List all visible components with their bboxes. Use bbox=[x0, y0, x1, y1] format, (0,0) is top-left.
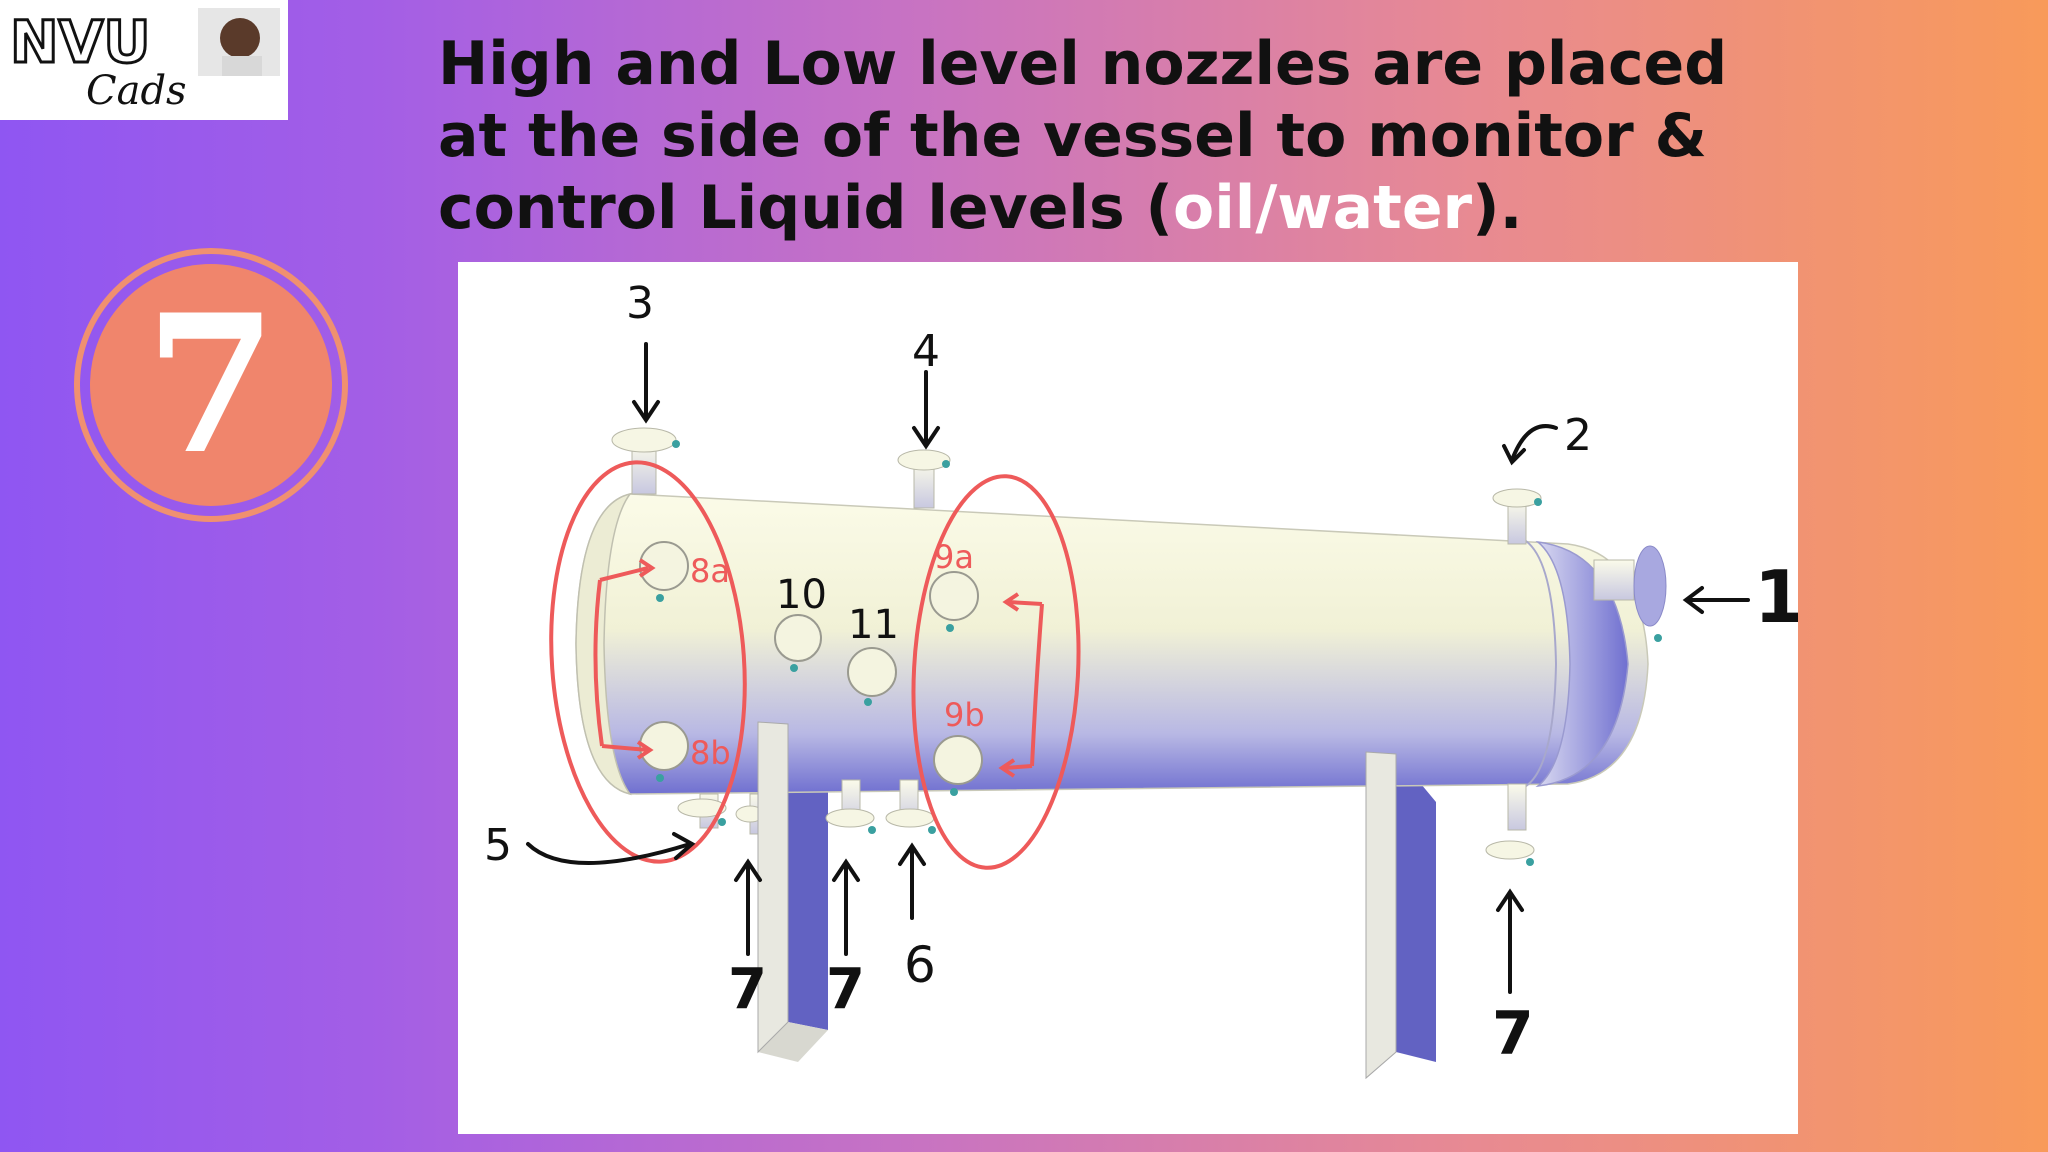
nozzle-2 bbox=[1492, 488, 1542, 545]
nozzle-1 bbox=[1593, 545, 1667, 642]
nozzle-9a bbox=[929, 571, 979, 632]
label-8a: 8a bbox=[690, 552, 730, 590]
logo-brand-sub: Cads bbox=[86, 68, 187, 114]
logo-mark: NVU Cads bbox=[9, 7, 280, 114]
nozzle-6 bbox=[885, 779, 936, 834]
logo: NVU Cads bbox=[0, 0, 288, 120]
logo-brand-text: NVU bbox=[10, 8, 151, 76]
label-6: 6 bbox=[904, 936, 936, 994]
label-8b: 8b bbox=[690, 734, 731, 772]
logo-portrait bbox=[198, 8, 280, 76]
label-9b: 9b bbox=[944, 696, 985, 734]
nozzle-8a bbox=[639, 541, 689, 602]
vessel-illustration: 8a 8b 9a 9b bbox=[484, 278, 1798, 1080]
headline-line-3-start: control Liquid levels ( bbox=[438, 173, 1173, 243]
level-annotation-left bbox=[549, 460, 747, 864]
step-badge-disc bbox=[90, 264, 332, 506]
nozzle-11 bbox=[847, 647, 897, 706]
nozzle-10 bbox=[774, 614, 822, 672]
vessel-diagram: 8a 8b 9a 9b bbox=[458, 262, 1798, 1134]
label-1: 1 bbox=[1754, 555, 1798, 639]
headline-line-3-end: ). bbox=[1472, 173, 1523, 243]
step-number: 7 bbox=[145, 273, 277, 496]
label-7-left: 7 bbox=[728, 957, 767, 1022]
label-7-middle: 7 bbox=[826, 957, 865, 1022]
headline-line-1: High and Low level nozzles are placed bbox=[438, 29, 1728, 99]
label-10: 10 bbox=[776, 572, 827, 618]
nozzle-bottom-right-7 bbox=[1485, 783, 1535, 866]
label-11: 11 bbox=[848, 602, 899, 648]
saddle-support-right-front bbox=[1365, 751, 1397, 1080]
headline: High and Low level nozzles are placed at… bbox=[438, 28, 1838, 244]
label-7-right: 7 bbox=[1492, 999, 1534, 1069]
nozzle-3 bbox=[611, 427, 680, 495]
step-badge-outer-ring bbox=[74, 248, 348, 522]
nozzle-4 bbox=[897, 449, 951, 509]
nozzle-8b bbox=[639, 721, 689, 782]
nozzle-bottom-mid-7 bbox=[825, 779, 876, 834]
label-3: 3 bbox=[626, 278, 654, 329]
callout-arrows bbox=[526, 342, 1750, 994]
headline-accent: oil/water bbox=[1172, 173, 1473, 243]
level-annotation-right bbox=[911, 474, 1081, 870]
label-9a: 9a bbox=[934, 538, 974, 576]
step-badge: 7 bbox=[72, 246, 350, 524]
vessel-shell bbox=[575, 492, 1649, 796]
label-2: 2 bbox=[1564, 410, 1592, 461]
nozzle-9b bbox=[933, 735, 983, 796]
label-4: 4 bbox=[912, 326, 940, 377]
saddle-support-left-front bbox=[757, 721, 789, 1054]
headline-line-2: at the side of the vessel to monitor & bbox=[438, 101, 1707, 171]
label-5: 5 bbox=[484, 820, 512, 871]
